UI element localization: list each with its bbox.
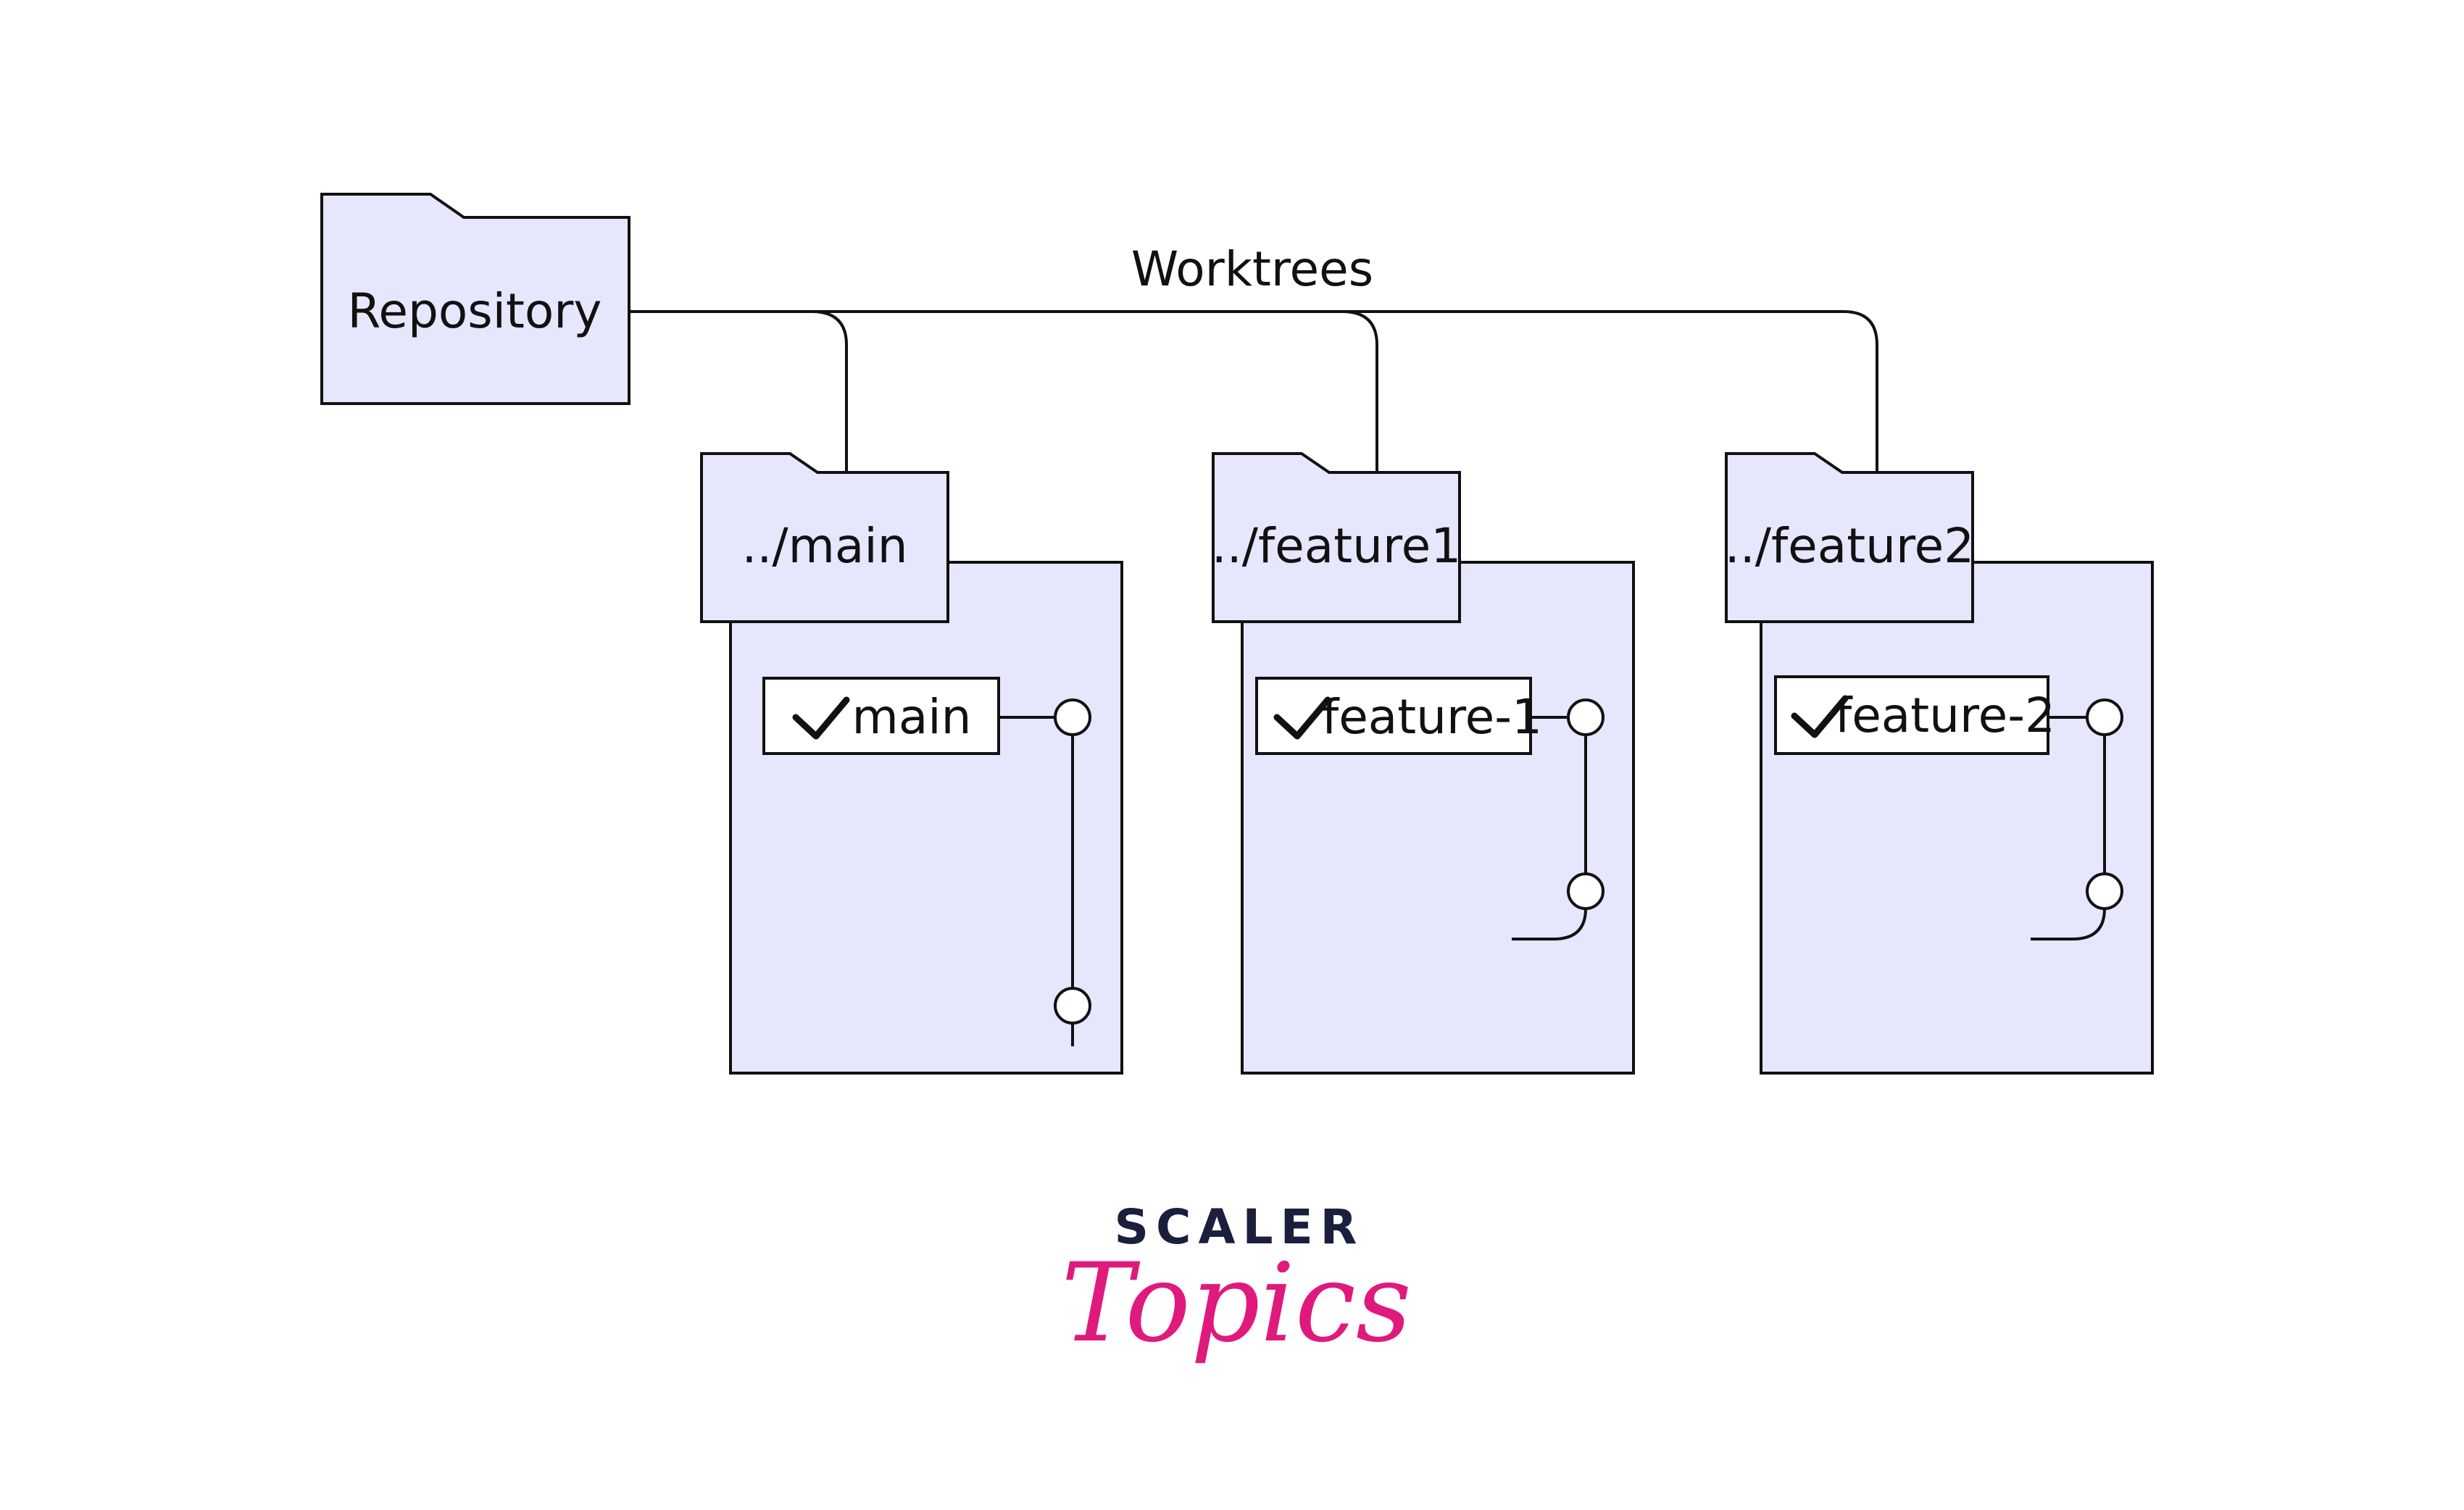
checkmark-icon xyxy=(1273,696,1331,740)
branch-badge xyxy=(1774,675,2049,755)
checkmark-icon xyxy=(792,696,850,740)
branch-badge xyxy=(762,677,1000,755)
logo-wordmark-bottom: Topics xyxy=(1061,1240,1412,1367)
commit-node xyxy=(1054,698,1091,736)
folder-icon xyxy=(700,452,949,623)
commit-node xyxy=(2086,698,2123,736)
connector-trunk xyxy=(629,310,1878,472)
folder-icon xyxy=(320,193,630,405)
folder-label-feature2: ../feature2 xyxy=(1725,518,1974,574)
worktree-feature2: ../feature2 feature-2 xyxy=(1725,452,2154,1075)
worktree-panel xyxy=(1760,561,2154,1075)
commit-node xyxy=(1054,987,1091,1025)
worktree-panel xyxy=(1241,561,1635,1075)
repository-label: Repository xyxy=(348,283,602,339)
connector-lines xyxy=(629,310,1878,472)
worktree-panel xyxy=(729,561,1123,1075)
logo-wordmark-top: SCALER xyxy=(1114,1199,1364,1255)
folder-label-main: ../main xyxy=(741,518,907,574)
branch-label-main: main xyxy=(852,689,972,745)
branch-off-line xyxy=(2031,908,2106,940)
scaler-topics-logo: SCALER Topics xyxy=(1061,1199,1412,1367)
worktree-main: ../main main xyxy=(700,452,1123,1075)
worktree-feature1: ../feature1 feature-1 xyxy=(1212,452,1635,1075)
repository-folder: Repository xyxy=(320,193,630,405)
connector-branch-feature1 xyxy=(1341,310,1378,472)
worktrees-title: Worktrees xyxy=(1131,241,1373,297)
folder-label-feature1: ../feature1 xyxy=(1212,518,1461,574)
branch-label-feature1: feature-1 xyxy=(1322,689,1542,745)
connector-branch-main xyxy=(811,310,848,472)
branch-off-line xyxy=(1512,908,1587,940)
checkmark-icon xyxy=(1791,695,1849,738)
commit-node xyxy=(1567,698,1604,736)
commit-node xyxy=(2086,872,2123,910)
folder-icon xyxy=(1212,452,1461,623)
branch-badge xyxy=(1255,677,1532,755)
folder-icon xyxy=(1725,452,1974,623)
commit-node xyxy=(1567,872,1604,910)
branch-label-feature2: feature-2 xyxy=(1835,688,2055,743)
